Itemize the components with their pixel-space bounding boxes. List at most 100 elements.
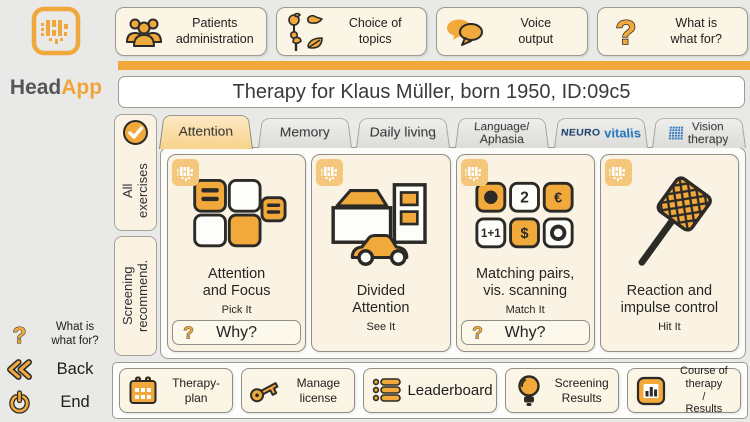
pick-it-icon [172, 159, 301, 266]
svg-text:?: ? [183, 323, 194, 342]
key-icon [245, 377, 285, 405]
check-circle-icon [122, 119, 149, 151]
speech-bubbles-icon [441, 17, 489, 47]
side-tab-screening-recommend[interactable]: Screening recommend. [114, 236, 157, 356]
side-tab-screening-recommend-label: Screening recommend. [119, 259, 150, 333]
people-icon [120, 16, 168, 48]
choice-of-topics-label: Choice of topics [348, 15, 402, 46]
brain-badge-icon [316, 159, 344, 186]
card-reaction-impulse-control[interactable]: Reaction and impulse control Hit It [599, 154, 739, 352]
bottom-toolbar: Therapy- plan Manage license [112, 362, 748, 419]
tab-vision-therapy[interactable]: Vision therapy [652, 117, 747, 148]
tab-memory[interactable]: Memory [257, 117, 352, 148]
orange-divider [118, 61, 750, 70]
what-is-what-for-control[interactable]: ? What is what for? [0, 318, 112, 352]
why-button[interactable]: ? Why? [460, 320, 590, 345]
patients-administration-button[interactable]: Patients administration [115, 7, 267, 56]
card-title: Attention and Focus [202, 265, 271, 300]
left-controls: ? What is what for? Back [0, 318, 112, 419]
patients-administration-label: Patients administration [175, 15, 254, 46]
back-button[interactable]: Back [0, 353, 112, 385]
manage-license-label: Manage license [296, 376, 341, 405]
match-it-icon: 2 € 1+1 $ [461, 159, 590, 266]
brain-badge-icon [460, 159, 488, 186]
neurovitalis-logo-neuro: NEURO [559, 127, 601, 138]
therapy-plan-button[interactable]: Therapy- plan [119, 368, 234, 413]
question-icon: ? [182, 323, 195, 342]
lightbulb-icon [509, 374, 549, 407]
brand-head: Head [9, 76, 62, 99]
leaderboard-button[interactable]: Leaderboard [363, 368, 497, 413]
power-icon [0, 389, 38, 415]
brain-badge-icon [172, 159, 199, 186]
card-matching-pairs[interactable]: 2 € 1+1 $ Matching pairs, vis. scanning … [455, 154, 595, 352]
card-divided-attention[interactable]: Divided Attention See It [311, 154, 451, 352]
card-title: Matching pairs, vis. scanning [475, 265, 575, 300]
bar-chart-icon [631, 376, 671, 406]
back-label: Back [56, 359, 94, 378]
brain-logo-icon [31, 6, 81, 56]
patient-title-bar: Therapy for Klaus Müller, born 1950, ID:… [118, 76, 745, 108]
side-tab-all-exercises-label: All exercises [119, 163, 150, 218]
top-toolbar: Patients administration [115, 7, 748, 56]
tab-attention-label: Attention [178, 124, 234, 139]
card-subtitle: Match It [505, 304, 545, 316]
calendar-icon [123, 376, 163, 406]
tab-language-aphasia[interactable]: Language/ Aphasia [455, 117, 549, 148]
therapy-plan-label: Therapy- plan [172, 376, 221, 405]
exercise-panel: Attention and Focus Pick It ? Why? [160, 147, 746, 359]
svg-text:?: ? [615, 13, 636, 50]
brand-name: HeadApp [0, 76, 112, 100]
svg-text:?: ? [472, 323, 483, 342]
course-of-therapy-button[interactable]: Course of therapy / Results [626, 365, 742, 416]
card-attention-and-focus[interactable]: Attention and Focus Pick It ? Why? [167, 154, 307, 352]
why-label: Why? [216, 323, 258, 341]
svg-text:€: € [554, 191, 562, 207]
course-of-therapy-label: Course of therapy / Results [680, 365, 728, 416]
what-is-what-for-button[interactable]: ? What is what for? [596, 7, 748, 56]
question-icon: ? [471, 323, 484, 342]
question-icon: ? [602, 13, 650, 51]
house-car-icon [316, 159, 445, 283]
category-tabs: Attention Memory Daily living Language/ … [159, 111, 747, 149]
tab-daily-living[interactable]: Daily living [356, 117, 451, 148]
what-is-what-for-control-label: What is what for? [51, 321, 99, 347]
svg-text:1+1: 1+1 [481, 228, 501, 240]
what-is-what-for-label: What is what for? [670, 15, 722, 46]
side-tab-all-exercises[interactable]: All exercises [114, 114, 157, 231]
fly-swatter-icon [605, 159, 734, 283]
question-icon: ? [0, 322, 38, 348]
brand-app: App [61, 76, 103, 99]
screening-results-button[interactable]: Screening Results [504, 368, 619, 413]
card-title: Divided Attention [352, 282, 410, 317]
manage-license-button[interactable]: Manage license [241, 368, 356, 413]
patient-title: Therapy for Klaus Müller, born 1950, ID:… [232, 80, 631, 103]
why-button[interactable]: ? Why? [172, 320, 302, 345]
end-button[interactable]: End [0, 386, 112, 418]
tab-daily-living-label: Daily living [369, 125, 438, 140]
list-icon [367, 377, 407, 404]
grid-icon [669, 125, 685, 140]
back-icon [0, 358, 38, 380]
headapp-logo [31, 6, 81, 61]
why-label: Why? [504, 323, 546, 341]
tab-attention[interactable]: Attention [159, 115, 253, 149]
nature-icon [281, 12, 329, 52]
brain-badge-icon [604, 159, 632, 186]
end-label: End [60, 392, 90, 411]
neurovitalis-logo-vitalis: vitalis [603, 125, 642, 140]
tab-language-aphasia-label: Language/ Aphasia [473, 119, 531, 146]
card-subtitle: See It [366, 321, 396, 333]
voice-output-button[interactable]: Voice output [436, 7, 588, 56]
screening-results-label: Screening Results [554, 376, 609, 405]
leaderboard-label: Leaderboard [407, 381, 493, 399]
tab-memory-label: Memory [278, 125, 331, 140]
choice-of-topics-button[interactable]: Choice of topics [275, 7, 427, 56]
svg-text:?: ? [12, 322, 26, 348]
svg-text:$: $ [521, 226, 529, 242]
card-subtitle: Hit It [658, 321, 681, 333]
svg-text:2: 2 [520, 190, 529, 207]
voice-output-label: Voice output [518, 15, 554, 46]
